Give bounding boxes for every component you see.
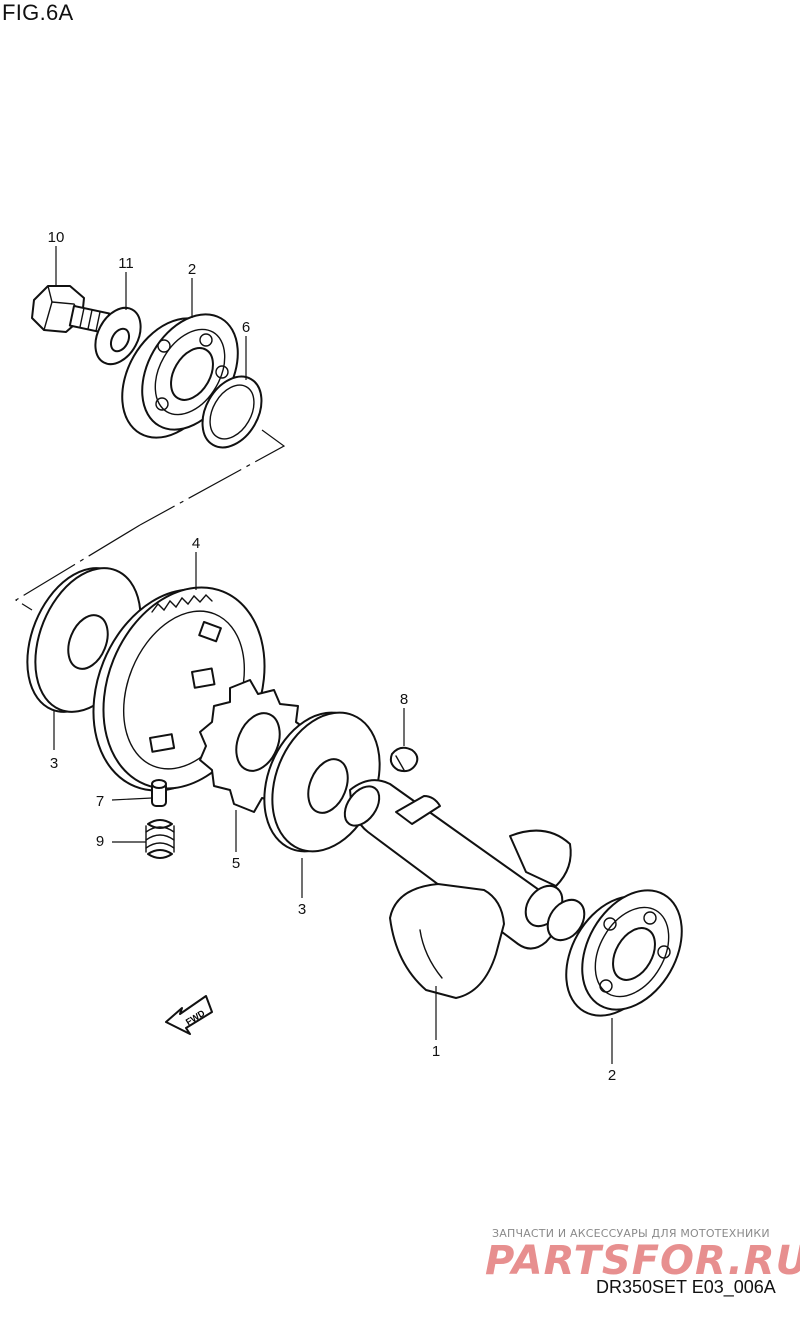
callout-7: 7 xyxy=(96,793,104,810)
callout-11: 11 xyxy=(118,255,134,272)
callout-6: 6 xyxy=(242,319,250,336)
reference-code: DR350SET E03_006A xyxy=(596,1277,776,1297)
balancer-shaft-1 xyxy=(343,779,586,999)
callout-8: 8 xyxy=(400,691,408,708)
fwd-arrow-icon: FWD xyxy=(165,995,213,1035)
nut-10 xyxy=(31,285,111,335)
callout-3-mid: 3 xyxy=(298,901,306,918)
callout-9: 9 xyxy=(96,833,104,850)
washer-11 xyxy=(94,306,142,366)
pin-7 xyxy=(151,779,167,807)
bearing-2-bottom xyxy=(565,889,683,1017)
watermark-tagline: ЗАПЧАСТИ И АКСЕССУАРЫ ДЛЯ МОТОТЕХНИКИ xyxy=(492,1227,770,1240)
spring-9 xyxy=(145,819,175,859)
callout-10: 10 xyxy=(48,229,65,246)
watermark-logo: PARTSFOR.RU xyxy=(485,1238,800,1284)
callout-5: 5 xyxy=(232,855,240,872)
oil-seal-6 xyxy=(201,375,263,449)
callout-4: 4 xyxy=(192,535,200,552)
callout-3-left: 3 xyxy=(50,755,58,772)
callout-1: 1 xyxy=(432,1043,440,1060)
figure-title: FIG.6A xyxy=(2,0,74,25)
callout-2-bottom: 2 xyxy=(608,1067,616,1084)
callout-2-top: 2 xyxy=(188,261,196,278)
key-8 xyxy=(389,746,419,773)
